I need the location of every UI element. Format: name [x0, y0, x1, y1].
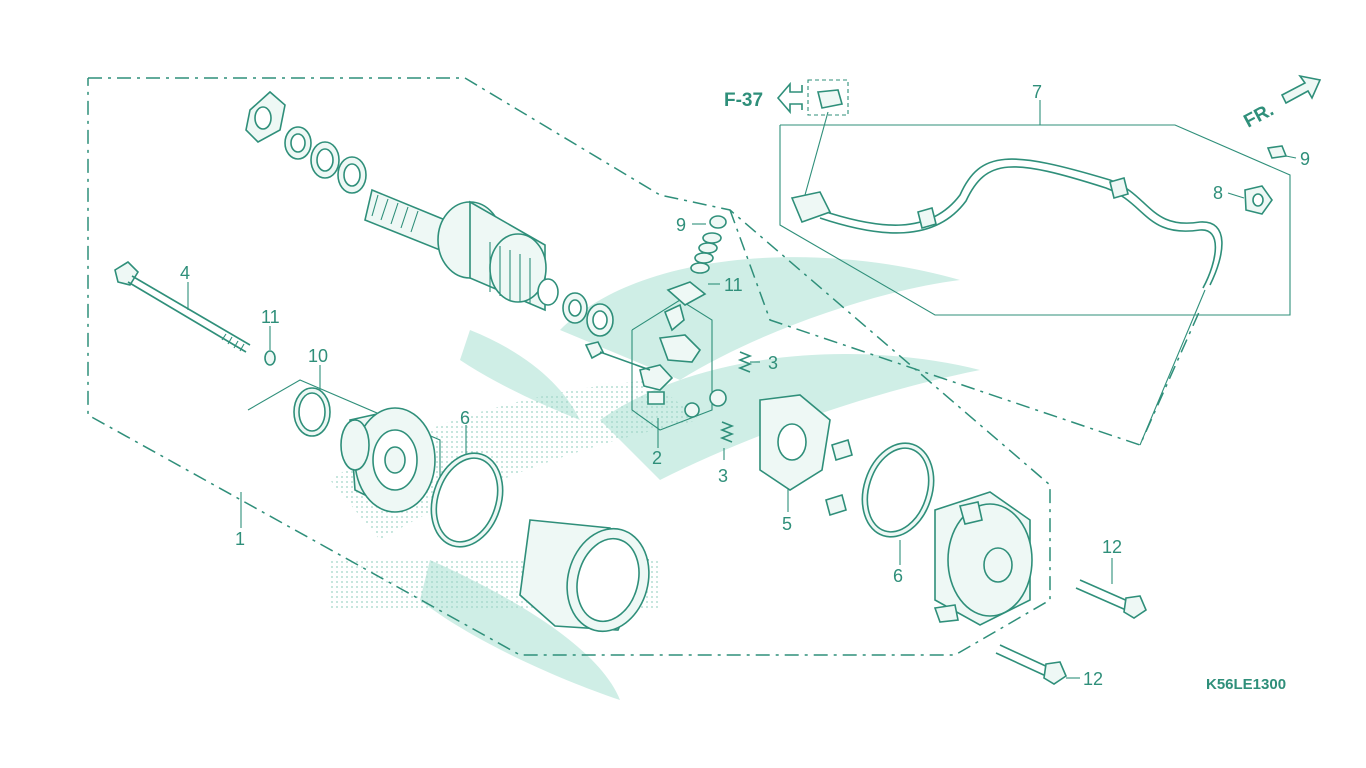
callout-6-left: 6 — [460, 408, 470, 428]
cable-nut — [807, 79, 849, 116]
starter-cable — [790, 111, 1223, 446]
mounting-bolt-upper — [1075, 579, 1147, 619]
callout-12-upper: 12 — [1102, 537, 1122, 557]
diagram-code: K56LE1300 — [1206, 676, 1286, 693]
assembly-boundary-1 — [87, 77, 1051, 656]
callout-9-left: 9 — [676, 215, 686, 235]
through-bolt — [114, 260, 251, 353]
brush-spring-lower — [719, 421, 735, 443]
callout-9-right: 9 — [1300, 149, 1310, 169]
assembly-boundary-5 — [729, 209, 1201, 446]
callout-12-lower: 12 — [1083, 669, 1103, 689]
leader-lines — [187, 155, 1297, 679]
grommet-right — [1244, 145, 1288, 215]
callout-8: 8 — [1213, 183, 1223, 203]
callout-11-left: 11 — [261, 307, 280, 327]
brush-holder — [759, 394, 853, 517]
yoke-housing — [519, 519, 650, 633]
rear-cover — [933, 491, 1033, 626]
callout-5: 5 — [782, 514, 792, 534]
brush-spring-upper — [737, 351, 753, 373]
washer-set-upper — [245, 90, 367, 194]
callout-7: 7 — [1032, 82, 1042, 102]
assembly-boundary-10 — [247, 379, 441, 480]
mounting-bolt-lower — [995, 644, 1067, 685]
watermark-logo — [330, 257, 980, 700]
callout-2: 2 — [652, 448, 662, 468]
front-arrow-icon — [1280, 74, 1322, 105]
callout-3-upper: 3 — [768, 353, 778, 373]
front-marker-label: FR. — [1240, 100, 1277, 133]
callout-10: 10 — [308, 346, 328, 366]
callout-4: 4 — [180, 263, 190, 283]
o-ring-small — [264, 350, 276, 366]
ref-arrow-icon — [776, 81, 803, 115]
callout-3-lower: 3 — [718, 466, 728, 486]
spring-stack — [666, 215, 727, 306]
washer-set-lower — [562, 292, 614, 337]
gasket-right — [861, 442, 935, 538]
terminal-assembly — [584, 303, 727, 418]
gasket-left — [430, 452, 504, 548]
assembly-boundary-7 — [779, 100, 1291, 316]
reference-page-label: F-37 — [724, 90, 763, 111]
armature — [364, 188, 559, 312]
o-ring-10 — [293, 387, 331, 437]
callout-1: 1 — [235, 529, 245, 549]
front-cover — [340, 407, 436, 513]
callout-6-right: 6 — [893, 566, 903, 586]
callout-11-right: 11 — [724, 275, 743, 295]
